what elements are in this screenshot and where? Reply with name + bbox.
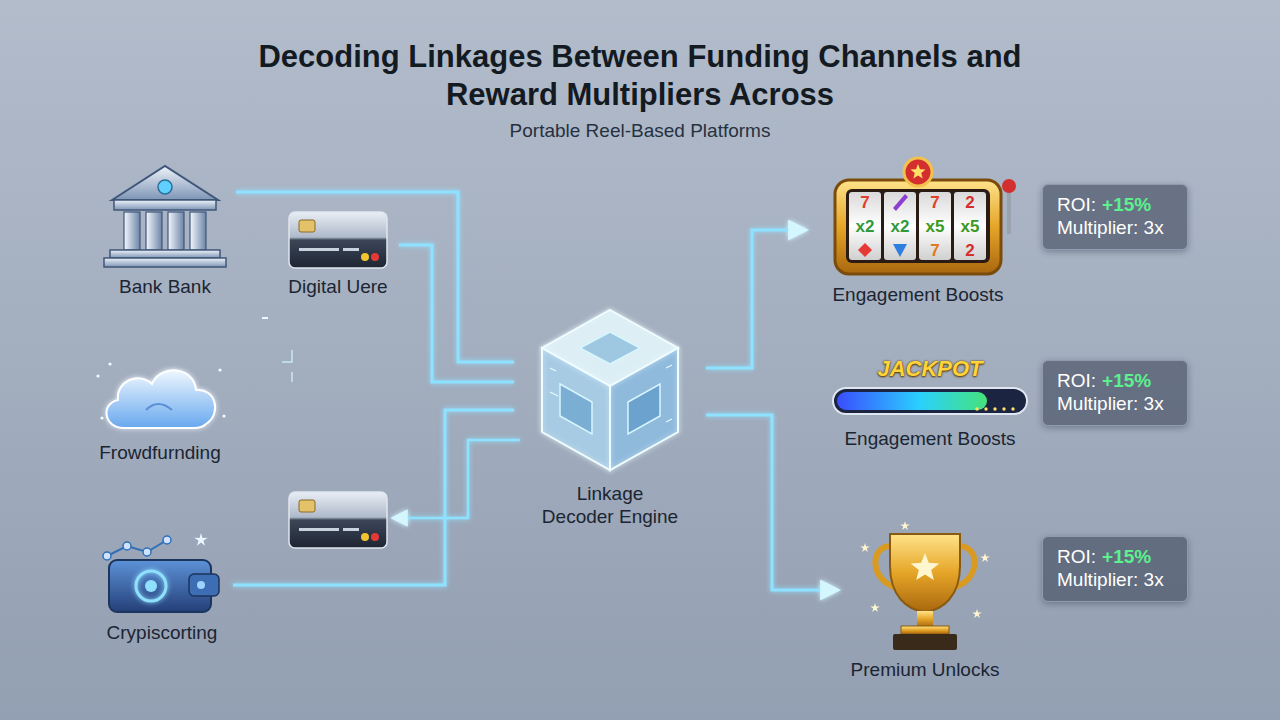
node-text: Multiplier: 3x xyxy=(1057,569,1164,592)
reel-symbol: 7 xyxy=(860,194,869,211)
node-text: Bank Bank xyxy=(94,276,236,299)
roi-box: ROI: +15%Multiplier: 3x xyxy=(1042,536,1188,602)
cloud-icon xyxy=(90,356,230,436)
node-text: Multiplier: 3x xyxy=(1057,393,1164,416)
connector xyxy=(706,415,839,590)
connector xyxy=(236,192,514,362)
cube-icon xyxy=(520,292,700,477)
diagram-title: Decoding Linkages Between Funding Channe… xyxy=(240,38,1040,114)
node-text: Premium Unlocks xyxy=(839,659,1011,682)
reel-symbol: x2 xyxy=(891,218,910,235)
subtitle: Portable Reel-Based Platforms xyxy=(510,120,771,142)
reel-symbol: 7 xyxy=(930,242,939,259)
node-text: Crypiscorting xyxy=(91,622,233,645)
card-icon xyxy=(283,208,393,270)
node-text: ROI: xyxy=(1057,194,1096,217)
node-text: Multiplier: 3x xyxy=(1057,217,1164,240)
trophy-icon xyxy=(845,518,1005,653)
reel-symbol: x5 xyxy=(926,218,945,235)
wallet-icon xyxy=(97,526,227,616)
node-text: +15% xyxy=(1102,370,1151,393)
reel-symbol: x5 xyxy=(961,218,980,235)
connector xyxy=(236,397,514,400)
node-text: Linkage Decoder Engine xyxy=(540,483,680,529)
jackpot-bar-node: JACKPOT Engagement Boosts xyxy=(819,356,1041,451)
connector xyxy=(706,396,819,399)
decor-tick xyxy=(262,317,268,319)
node-text: ROI: xyxy=(1057,546,1096,569)
cloud-icon-node: Frowdfurnding xyxy=(84,356,236,465)
card-icon-node: Digital Uere xyxy=(277,208,399,299)
bar-icon xyxy=(825,382,1035,422)
decor-bracket xyxy=(282,350,292,382)
reel-symbol: 7 xyxy=(930,194,939,211)
wallet-icon-node: Crypiscorting xyxy=(91,526,233,645)
trophy-node: Premium Unlocks xyxy=(839,518,1011,682)
decor-line xyxy=(392,440,520,518)
bank-icon-node: Bank Bank xyxy=(94,160,236,299)
connector xyxy=(399,245,514,382)
engine-cube: Linkage Decoder Engine xyxy=(514,292,706,529)
node-text: Frowdfurnding xyxy=(84,442,236,465)
roi-box: ROI: +15%Multiplier: 3x xyxy=(1042,184,1188,250)
reel-symbol: 2 xyxy=(965,242,974,259)
connector xyxy=(233,410,514,585)
slot-icon xyxy=(813,150,1023,278)
node-text: +15% xyxy=(1102,194,1151,217)
node-text: +15% xyxy=(1102,546,1151,569)
node-text: Engagement Boosts xyxy=(819,428,1041,451)
bank-icon xyxy=(100,160,230,270)
node-text: JACKPOT xyxy=(819,356,1041,382)
reel-symbol: x2 xyxy=(856,218,875,235)
roi-box: ROI: +15%Multiplier: 3x xyxy=(1042,360,1188,426)
slot-machine-node: Engagement Boosts xyxy=(807,150,1029,307)
connector xyxy=(706,230,807,368)
node-text: Digital Uere xyxy=(277,276,399,299)
node-text: ROI: xyxy=(1057,370,1096,393)
reel-symbol: 2 xyxy=(965,194,974,211)
node-text: Engagement Boosts xyxy=(807,284,1029,307)
